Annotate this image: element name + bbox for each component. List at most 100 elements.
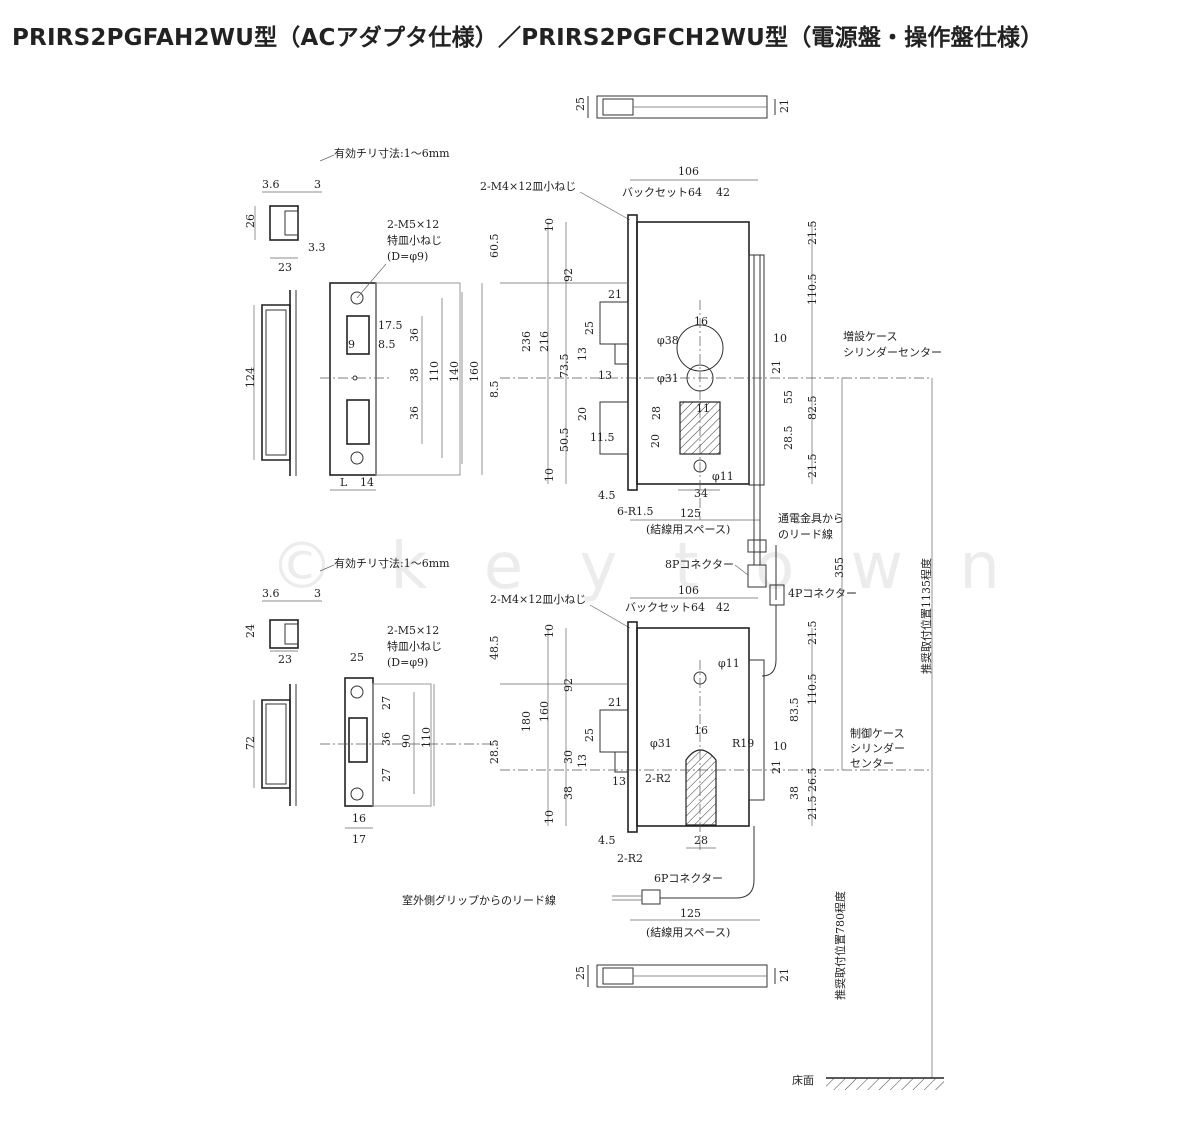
lead-note-2: のリード線 bbox=[778, 527, 833, 541]
upper-dim-21-5a: 21.5 bbox=[806, 221, 819, 246]
upper-dim-73-5: 73.5 bbox=[558, 354, 571, 379]
lower-dim-27a: 27 bbox=[380, 696, 393, 710]
upper-dim-3: 3 bbox=[314, 178, 321, 191]
lower-r19: R19 bbox=[732, 737, 754, 750]
lower-dim-24: 24 bbox=[244, 624, 257, 638]
upper-screw-note-1: 2-M5×12 bbox=[387, 218, 439, 231]
control-center-label-1: 制御ケース bbox=[850, 726, 904, 740]
bottom-section-bar: 25 21 bbox=[574, 964, 791, 988]
upper-dim-10a: 10 bbox=[543, 218, 556, 232]
top-section-bar: 25 21 bbox=[574, 95, 791, 119]
upper-case-screw-note: 2-M4×12皿小ねじ bbox=[480, 180, 576, 193]
upper-dim-10b: 10 bbox=[543, 468, 556, 482]
upper-dim-110-5: 110.5 bbox=[806, 274, 819, 306]
upper-dim-26: 26 bbox=[244, 214, 257, 228]
connector-8p-label: 8Pコネクター bbox=[665, 558, 734, 571]
upper-dim-21b: 21 bbox=[770, 360, 783, 374]
lower-dim-180: 180 bbox=[520, 711, 533, 732]
lower-dim-10c: 10 bbox=[773, 740, 787, 753]
upper-dim-124: 124 bbox=[244, 367, 257, 388]
bottom-bar-dim-21: 21 bbox=[778, 968, 791, 982]
upper-dim-125: 125 bbox=[680, 507, 701, 520]
upper-dim-140: 140 bbox=[448, 361, 461, 382]
upper-dim-36b: 36 bbox=[408, 406, 421, 420]
floor-label: 床面 bbox=[792, 1073, 814, 1087]
upper-dim-21: 21 bbox=[608, 288, 622, 301]
upper-dim-3-6: 3.6 bbox=[262, 178, 280, 191]
lower-phi31: φ31 bbox=[650, 737, 672, 750]
upper-dim-236: 236 bbox=[520, 331, 533, 352]
upper-dim-23: 23 bbox=[278, 261, 292, 274]
lower-dim-106: 106 bbox=[678, 584, 699, 597]
lower-dim-38: 38 bbox=[562, 786, 575, 800]
lower-screw-note-2: 特皿小ねじ bbox=[387, 639, 442, 653]
lower-dim-26-5: 26.5 bbox=[806, 768, 819, 793]
lower-dim-4-5: 4.5 bbox=[598, 834, 616, 847]
lower-space-note: (結線用スペース) bbox=[646, 925, 730, 939]
upper-strike-section: 有効チリ寸法:1～6mm 3.6 3 26 3.3 23 124 2-M5×12… bbox=[244, 146, 483, 491]
lower-screw-note-3: (D=φ9) bbox=[387, 656, 428, 669]
upper-dim-17-5: 17.5 bbox=[378, 319, 403, 332]
lower-dim-25b: 25 bbox=[583, 728, 596, 742]
lower-phi11: φ11 bbox=[718, 657, 740, 670]
lower-dim-3-6: 3.6 bbox=[262, 587, 280, 600]
upper-dim-216: 216 bbox=[538, 331, 551, 352]
lower-dim-13: 13 bbox=[576, 754, 589, 768]
connector-4p-label: 4Pコネクター bbox=[788, 587, 857, 600]
lower-dim-72: 72 bbox=[244, 736, 257, 750]
lower-dim-30: 30 bbox=[562, 750, 575, 764]
upper-dim-55: 55 bbox=[782, 390, 795, 404]
lower-dim-110: 110 bbox=[420, 727, 433, 748]
lower-r2b: 2-R2 bbox=[617, 852, 643, 865]
lower-strike-section: 有効チリ寸法:1～6mm 3.6 3 24 23 72 2-M5×12 特皿小ね… bbox=[244, 556, 500, 846]
upper-lock-case: 2-M4×12皿小ねじ バックセット64 106 42 21 25 13 13 … bbox=[480, 165, 942, 536]
page-title: PRIRS2PGFAH2WU型（ACアダプタ仕様）／PRIRS2PGFCH2WU… bbox=[12, 25, 1044, 51]
upper-dim-11-5: 11.5 bbox=[590, 431, 615, 444]
upper-dim-106: 106 bbox=[678, 165, 699, 178]
upper-dim-14: 14 bbox=[360, 476, 374, 489]
upper-dim-92: 92 bbox=[562, 268, 575, 282]
outdoor-lead-label: 室外側グリップからのリード線 bbox=[402, 893, 556, 907]
upper-dim-16: 16 bbox=[694, 315, 708, 328]
lower-dim-21-5a: 21.5 bbox=[806, 621, 819, 646]
upper-r-note: 6-R1.5 bbox=[617, 505, 654, 518]
upper-dim-L: L bbox=[340, 476, 348, 489]
control-center-label-3: センター bbox=[850, 757, 894, 770]
lower-dim-16: 16 bbox=[352, 812, 366, 825]
lower-dim-28: 28 bbox=[694, 834, 708, 847]
floor: 床面 bbox=[792, 1073, 944, 1090]
upper-dim-20b: 20 bbox=[649, 434, 662, 448]
upper-dim-13: 13 bbox=[576, 347, 589, 361]
lead-note-1: 通電金具から bbox=[778, 511, 844, 525]
lower-dim-92: 92 bbox=[562, 678, 575, 692]
lower-dim-21: 21 bbox=[608, 696, 622, 709]
upper-dim-60-5: 60.5 bbox=[488, 234, 501, 259]
upper-phi38: φ38 bbox=[657, 334, 679, 347]
upper-case-center-label-2: シリンダーセンター bbox=[843, 345, 942, 359]
lower-r2: 2-R2 bbox=[645, 772, 671, 785]
lower-dim-16b: 16 bbox=[694, 724, 708, 737]
lower-dim-36: 36 bbox=[380, 732, 393, 746]
lower-dim-10b: 10 bbox=[543, 810, 556, 824]
upper-backset-label: バックセット64 bbox=[622, 186, 702, 199]
top-bar-dim-21: 21 bbox=[778, 99, 791, 113]
vertical-note-1135: 推奨取付位置1135程度 bbox=[919, 558, 933, 674]
upper-dim-9: 9 bbox=[348, 338, 355, 351]
lower-dim-17: 17 bbox=[352, 833, 366, 846]
upper-dim-110: 110 bbox=[428, 361, 441, 382]
upper-dim-4-5: 4.5 bbox=[598, 489, 616, 502]
upper-space-note: (結線用スペース) bbox=[646, 522, 730, 536]
upper-case-center-label-1: 増設ケース bbox=[843, 329, 897, 343]
upper-dim-82-5: 82.5 bbox=[806, 396, 819, 421]
control-center-label-2: シリンダー bbox=[850, 741, 905, 755]
lower-dim-125: 125 bbox=[680, 907, 701, 920]
upper-dim-28: 28 bbox=[650, 406, 663, 420]
lower-screw-note-1: 2-M5×12 bbox=[387, 624, 439, 637]
upper-dim-25: 25 bbox=[583, 321, 596, 335]
lower-backset-label: バックセット64 bbox=[625, 601, 705, 614]
watermark: © k e y t o w n bbox=[270, 530, 1018, 604]
upper-dim-13b: 13 bbox=[598, 369, 612, 382]
upper-phi31: φ31 bbox=[657, 372, 679, 385]
upper-dim-42: 42 bbox=[716, 186, 730, 199]
upper-dim-34: 34 bbox=[694, 487, 708, 500]
